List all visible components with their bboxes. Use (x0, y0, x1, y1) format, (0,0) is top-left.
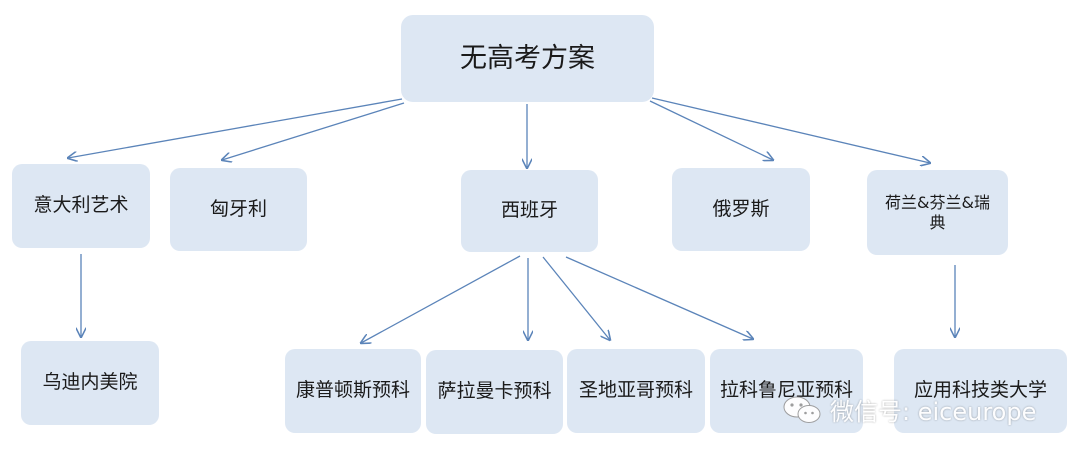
node-udine: 乌迪内美院 (21, 341, 159, 425)
node-la-coruna: 拉科鲁尼亚预科 (710, 349, 863, 433)
node-hungary: 匈牙利 (170, 168, 307, 251)
node-complutense: 康普顿斯预科 (285, 349, 421, 433)
edge-root-nl (651, 97, 930, 163)
edge-spain-coruna (565, 256, 753, 339)
edge-root-russia (649, 100, 773, 160)
node-italy-art: 意大利艺术 (12, 164, 150, 248)
edge-spain-santiago (542, 256, 610, 340)
node-russia: 俄罗斯 (672, 168, 810, 251)
wechat-icon (783, 396, 821, 423)
watermark-text: 微信号: eiceurope (830, 398, 1037, 426)
edge-spain-complutense (361, 255, 521, 343)
edge-root-hungary (222, 102, 405, 160)
node-nl-fi-se: 荷兰&芬兰&瑞典 (867, 170, 1008, 255)
node-santiago: 圣地亚哥预科 (567, 349, 705, 433)
edge-root-italy (68, 98, 403, 158)
node-spain: 西班牙 (461, 170, 598, 252)
watermark: 微信号: eiceurope (782, 392, 1036, 427)
node-applied-sci: 应用科技类大学 (894, 349, 1067, 433)
node-salamanca: 萨拉曼卡预科 (426, 350, 563, 434)
node-root: 无高考方案 (401, 15, 654, 102)
